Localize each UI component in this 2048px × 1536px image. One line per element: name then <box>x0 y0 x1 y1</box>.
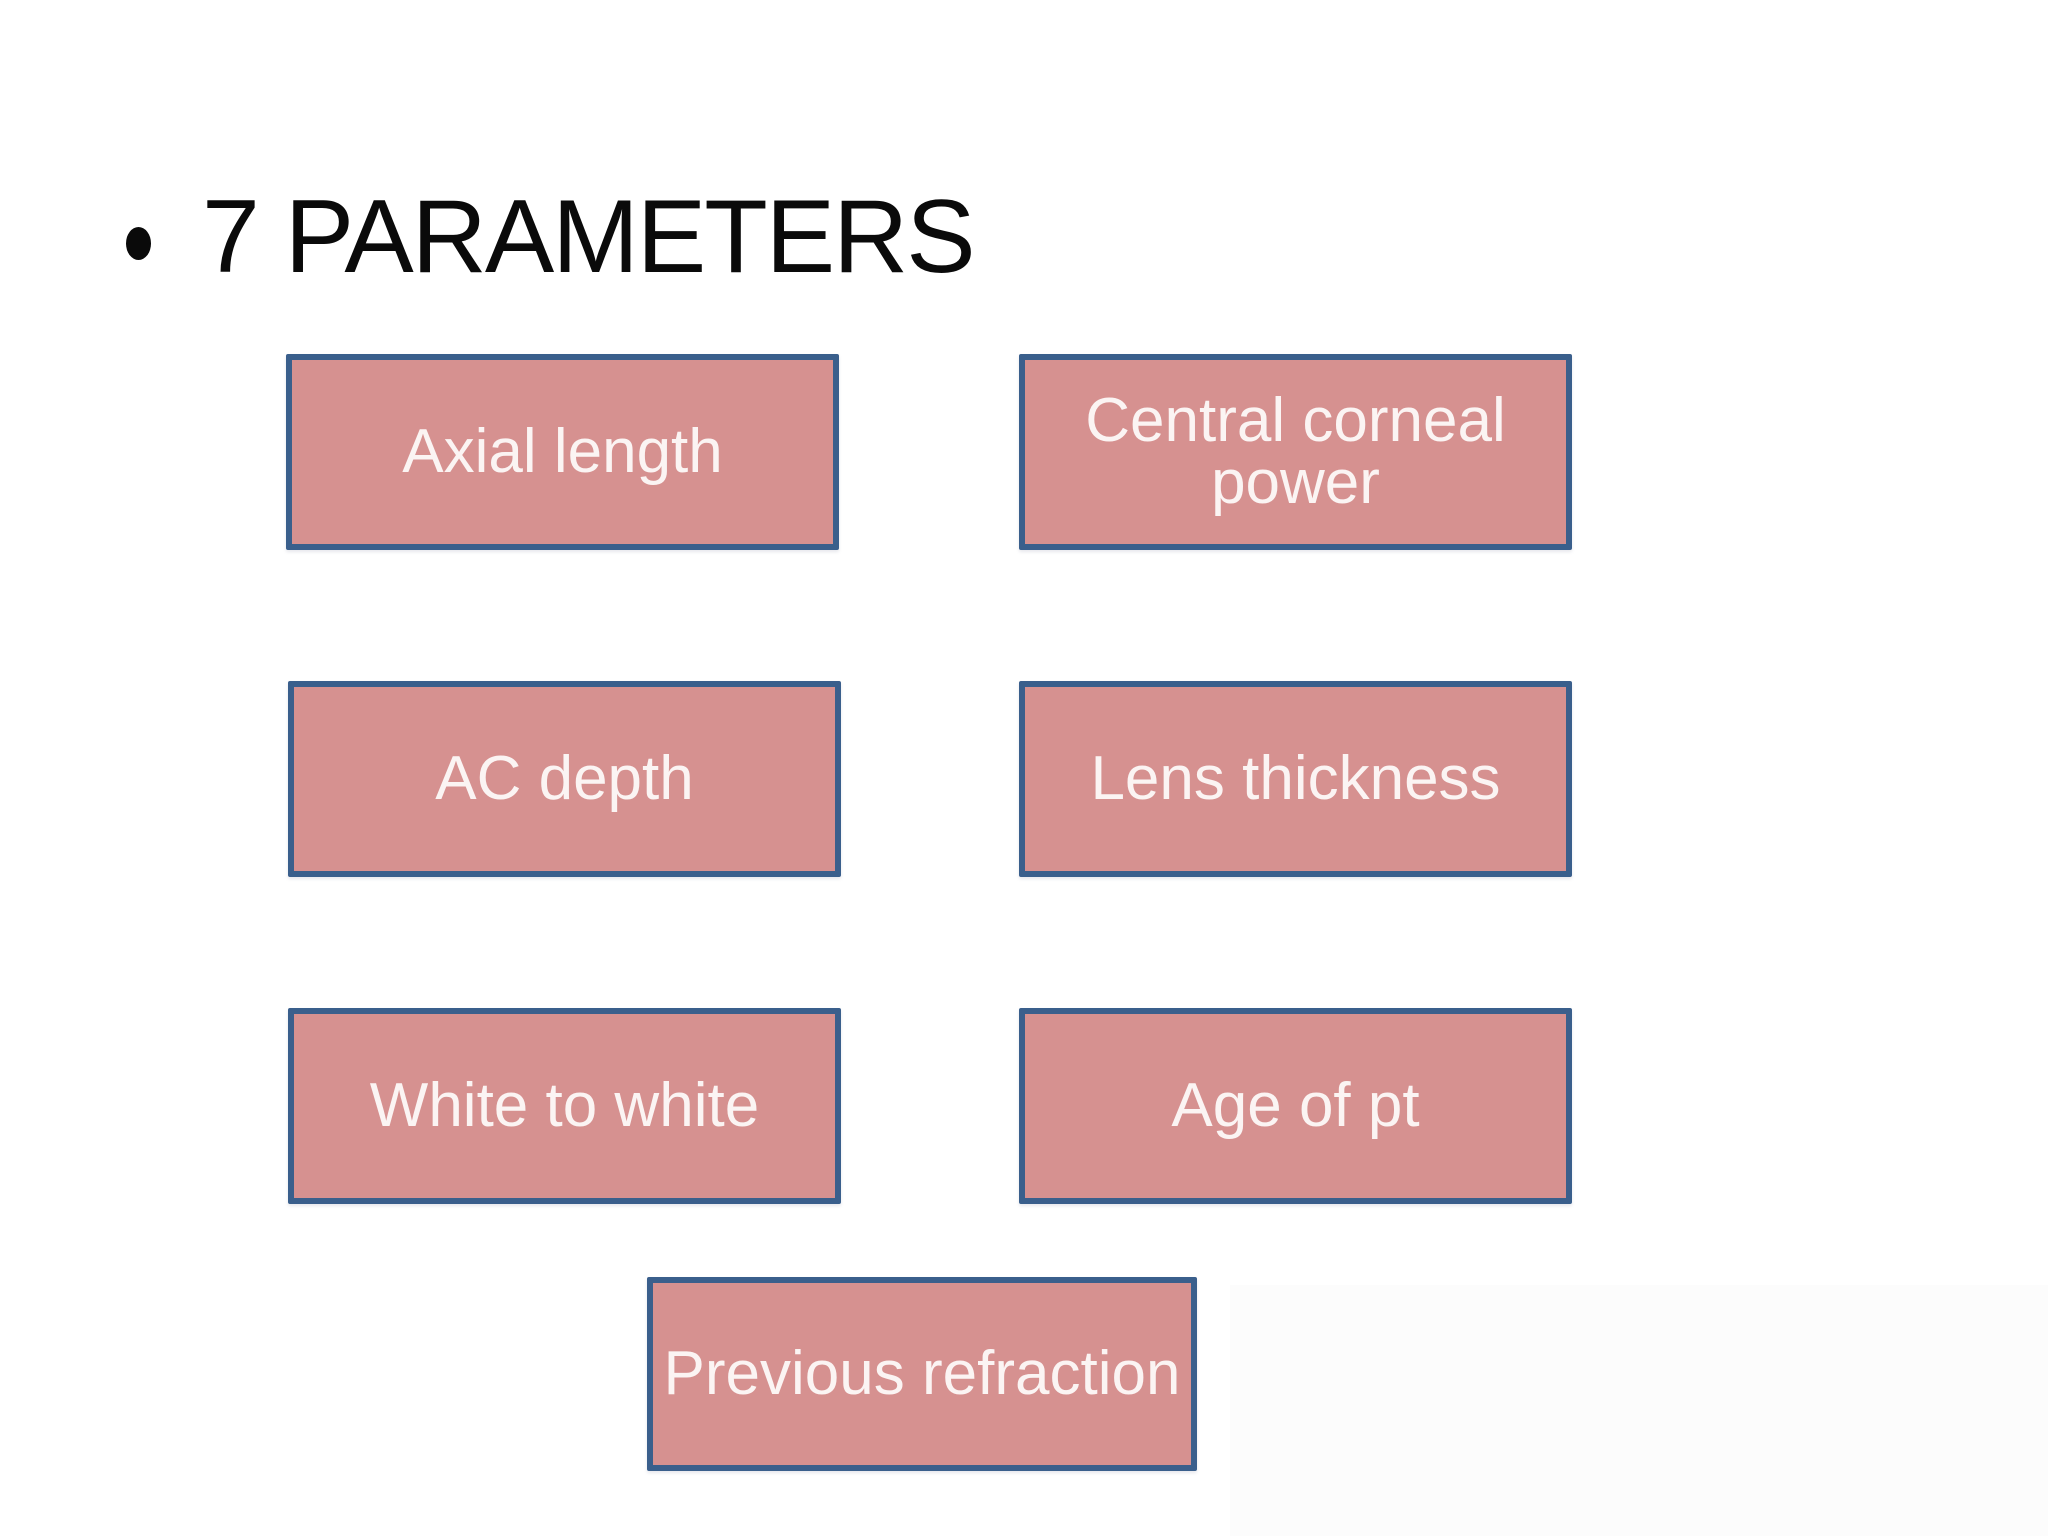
param-box-label: Axial length <box>402 417 723 486</box>
param-box-lens-thickness: Lens thickness <box>1019 681 1572 877</box>
page-title: 7 PARAMETERS <box>202 179 976 295</box>
param-box-central-corneal-power: Central corneal power <box>1019 354 1572 550</box>
param-box-label: Previous refraction <box>663 1339 1181 1408</box>
param-box-label: AC depth <box>435 744 694 813</box>
param-box-label: Central corneal power <box>1085 386 1506 517</box>
param-box-axial-length: Axial length <box>286 354 839 550</box>
param-box-label: White to white <box>369 1071 760 1140</box>
corner-artifact <box>1230 1285 2048 1536</box>
param-box-label: Age of pt <box>1171 1071 1420 1140</box>
param-box-ac-depth: AC depth <box>288 681 841 877</box>
param-box-label: Lens thickness <box>1090 744 1501 813</box>
bullet-icon <box>126 227 151 260</box>
param-box-age-of-pt: Age of pt <box>1019 1008 1572 1204</box>
param-box-white-to-white: White to white <box>288 1008 841 1204</box>
param-box-previous-refraction: Previous refraction <box>647 1277 1197 1471</box>
